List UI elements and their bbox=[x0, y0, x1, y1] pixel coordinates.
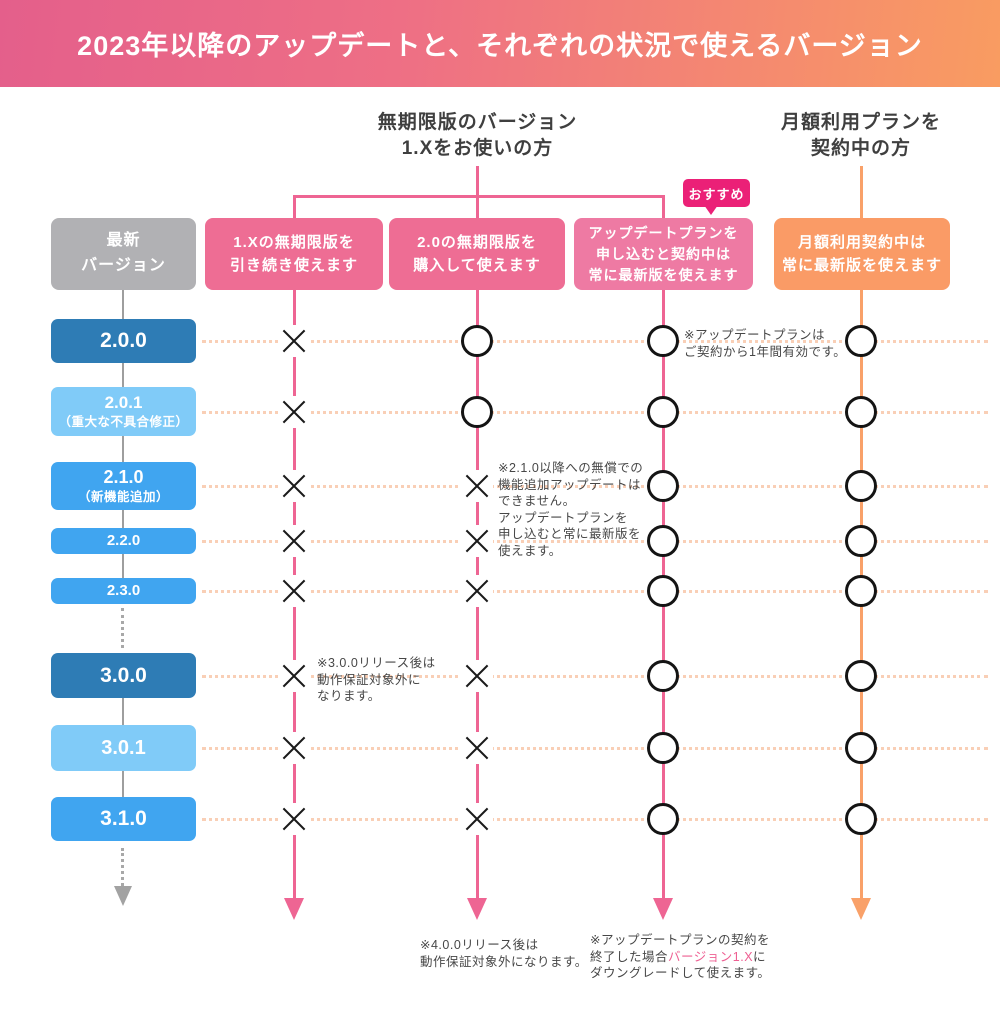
circle-mark-2.0.0-col2 bbox=[461, 325, 493, 357]
version-box-2.0.0: 2.0.0 bbox=[51, 319, 196, 363]
version-label: 2.2.0 bbox=[106, 532, 141, 549]
note-downgrade-highlight: バージョン1.X bbox=[668, 949, 754, 964]
note-downgrade-suffix: に ダウングレードして使えます。 bbox=[590, 949, 771, 981]
cross-mark-2.2.0-col1 bbox=[278, 525, 310, 557]
row-guide-dots bbox=[202, 485, 988, 488]
arrowhead-col2-icon bbox=[467, 898, 487, 920]
version-box-3.1.0: 3.1.0 bbox=[51, 797, 196, 841]
group-header-perpetual: 無期限版のバージョン 1.Xをお使いの方 bbox=[377, 112, 578, 159]
row-guide-dots bbox=[202, 818, 988, 821]
cross-mark-2.1.0-col1 bbox=[278, 470, 310, 502]
version-subtitle: （重大な不具合修正） bbox=[58, 415, 189, 430]
note-downgrade-prefix: ※アップデートプランの契約を 終了した場合 bbox=[590, 933, 770, 964]
version-box-3.0.0: 3.0.0 bbox=[51, 653, 196, 698]
version-label: 2.3.0 bbox=[106, 582, 141, 599]
version-box-2.2.0: 2.2.0 bbox=[51, 528, 196, 554]
circle-mark-2.0.1-col2 bbox=[461, 395, 493, 428]
cross-mark-3.0.0-col2 bbox=[461, 659, 493, 692]
version-label: 3.0.0 bbox=[100, 663, 147, 687]
version-box-2.1.0: 2.1.0 （新機能追加） bbox=[51, 462, 196, 510]
arrowhead-col3-icon bbox=[653, 898, 673, 920]
timeline-arrowhead-icon bbox=[114, 886, 132, 906]
cross-mark-3.0.1-col2 bbox=[461, 732, 493, 764]
circle-mark-2.3.0-col4 bbox=[845, 575, 877, 607]
cross-mark-3.0.1-col1 bbox=[278, 732, 310, 764]
cross-mark-3.0.0-col1 bbox=[278, 659, 310, 692]
version-label: 2.0.0 bbox=[100, 329, 147, 353]
version-label: 3.0.1 bbox=[101, 737, 146, 759]
circle-mark-3.0.1-col3 bbox=[647, 732, 679, 764]
cross-mark-2.2.0-col2 bbox=[461, 525, 493, 557]
cross-mark-3.1.0-col1 bbox=[278, 803, 310, 835]
circle-mark-3.0.0-col3 bbox=[647, 659, 679, 692]
group-header-monthly: 月額利用プランを 契約中の方 bbox=[780, 112, 941, 159]
cross-mark-2.1.0-col2 bbox=[461, 470, 493, 502]
circle-mark-3.1.0-col3 bbox=[647, 803, 679, 835]
cross-mark-2.3.0-col2 bbox=[461, 575, 493, 607]
circle-mark-3.1.0-col4 bbox=[845, 803, 877, 835]
plan-box-keep-1x: 1.Xの無期限版を 引き続き使えます bbox=[205, 218, 383, 290]
note-v300-support: ※3.0.0リリース後は 動作保証対象外に なります。 bbox=[317, 656, 436, 703]
circle-mark-2.3.0-col3 bbox=[647, 575, 679, 607]
cross-mark-2.0.1-col1 bbox=[278, 395, 310, 428]
arrowhead-col1-icon bbox=[284, 898, 304, 920]
row-guide-dots bbox=[202, 674, 988, 678]
note-downgrade: ※アップデートプランの契約を 終了した場合バージョン1.Xに ダウングレードして… bbox=[590, 932, 770, 982]
circle-mark-2.1.0-col4 bbox=[845, 470, 877, 502]
circle-mark-2.0.0-col4 bbox=[845, 325, 877, 357]
arrowhead-col4-icon bbox=[851, 898, 871, 920]
recommend-badge: おすすめ bbox=[683, 179, 750, 207]
note-update-plan-validity: ※アップデートプランは ご契約から1年間有効です。 bbox=[684, 328, 847, 359]
connector-stub-col2 bbox=[476, 166, 479, 196]
circle-mark-2.0.1-col4 bbox=[845, 395, 877, 428]
latest-version-label-box: 最新 バージョン bbox=[51, 218, 196, 290]
circle-mark-3.0.0-col4 bbox=[845, 659, 877, 692]
row-guide-dots bbox=[202, 590, 988, 593]
timeline-spine-gap-dots bbox=[121, 608, 124, 648]
circle-mark-2.0.0-col3 bbox=[647, 325, 679, 357]
cross-mark-3.1.0-col2 bbox=[461, 803, 493, 835]
header-banner: 2023年以降のアップデートと、それぞれの状況で使えるバージョン bbox=[0, 0, 1000, 87]
row-guide-dots bbox=[202, 747, 988, 750]
version-box-2.3.0: 2.3.0 bbox=[51, 578, 196, 604]
row-guide-dots bbox=[202, 340, 988, 343]
plan-box-monthly: 月額利用契約中は 常に最新版を使えます bbox=[774, 218, 950, 290]
version-label: 2.1.0 bbox=[103, 466, 144, 487]
version-label: 3.1.0 bbox=[100, 807, 147, 831]
row-guide-dots bbox=[202, 540, 988, 543]
circle-mark-3.0.1-col4 bbox=[845, 732, 877, 764]
recommend-badge-tail bbox=[704, 205, 718, 215]
timeline-spine-end-dots bbox=[121, 848, 124, 886]
cross-mark-2.0.0-col1 bbox=[278, 325, 310, 357]
plan-box-buy-20: 2.0の無期限版を 購入して使えます bbox=[389, 218, 565, 290]
note-free-update-limit: ※2.1.0以降への無償での 機能追加アップデートは できません。 アップデート… bbox=[498, 461, 644, 558]
cross-mark-2.3.0-col1 bbox=[278, 575, 310, 607]
timeline-spine-upper bbox=[122, 290, 124, 604]
plan-box-update-plan: アップデートプランを 申し込むと契約中は 常に最新版を使えます bbox=[574, 218, 753, 290]
note-v400-support: ※4.0.0リリース後は 動作保証対象外になります。 bbox=[420, 938, 588, 969]
version-box-2.0.1: 2.0.1 （重大な不具合修正） bbox=[51, 387, 196, 436]
circle-mark-2.0.1-col3 bbox=[647, 395, 679, 428]
row-guide-dots bbox=[202, 410, 988, 414]
page-title: 2023年以降のアップデートと、それぞれの状況で使えるバージョン bbox=[77, 31, 923, 61]
connector-horizontal bbox=[293, 195, 665, 198]
version-subtitle: （新機能追加） bbox=[77, 490, 169, 505]
version-box-3.0.1: 3.0.1 bbox=[51, 725, 196, 771]
circle-mark-2.2.0-col3 bbox=[647, 525, 679, 557]
version-label: 2.0.1 bbox=[104, 392, 143, 412]
circle-mark-2.2.0-col4 bbox=[845, 525, 877, 557]
circle-mark-2.1.0-col3 bbox=[647, 470, 679, 502]
